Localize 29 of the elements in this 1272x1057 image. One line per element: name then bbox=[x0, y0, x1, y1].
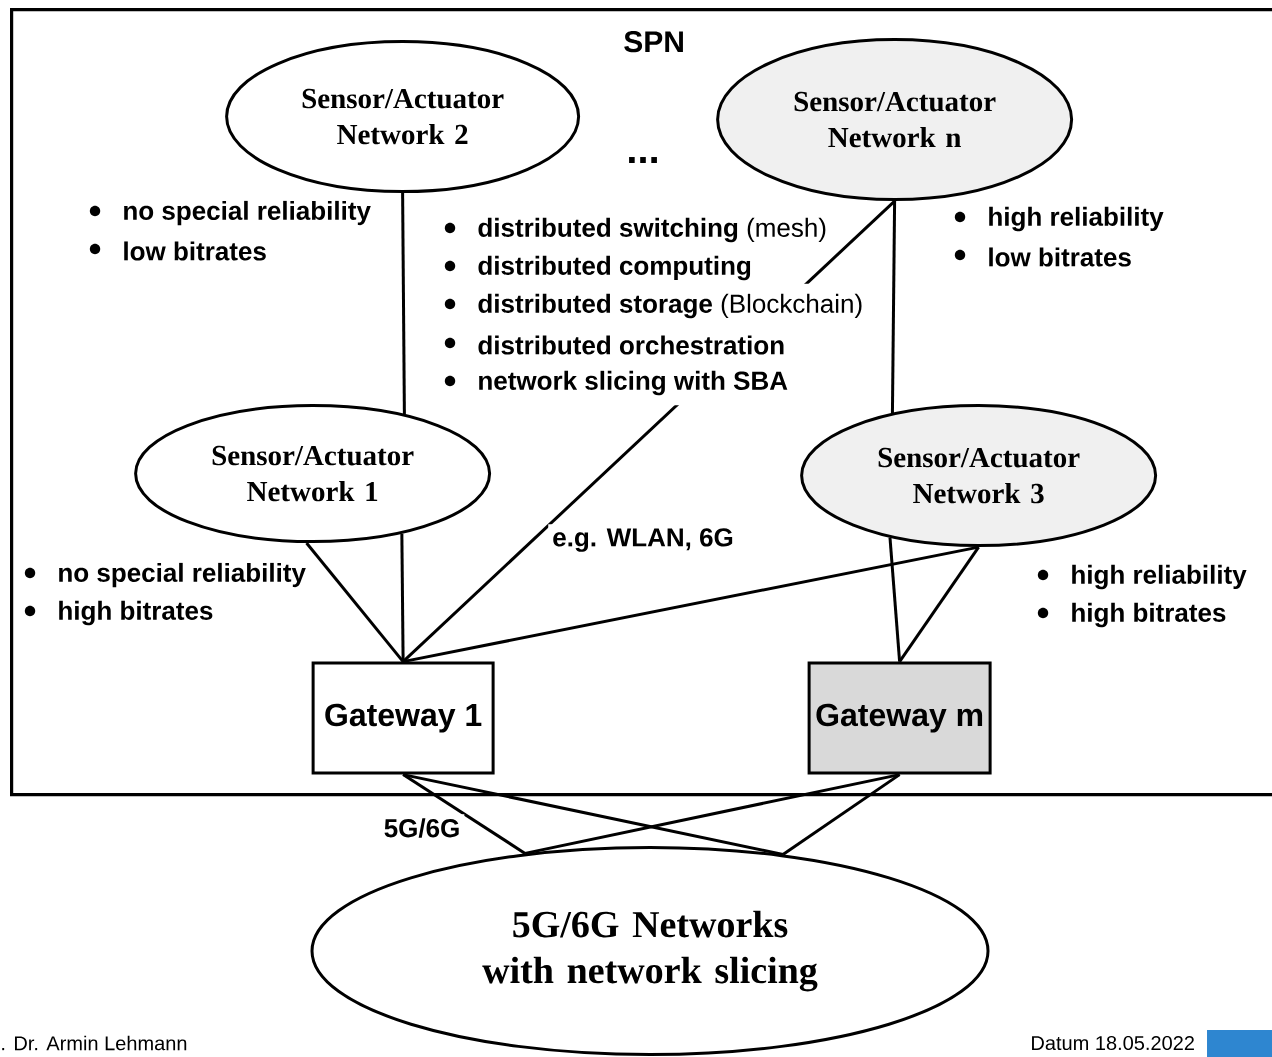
bullet-item: high reliability bbox=[954, 204, 1164, 234]
bullet-item: no special reliability bbox=[89, 198, 371, 228]
connector-line bbox=[898, 546, 980, 663]
bullet-item: high bitrates bbox=[24, 598, 214, 628]
edge-label: 5G/6G bbox=[379, 814, 465, 842]
footer-text: . Dr. Armin Lehmann bbox=[2, 1035, 187, 1051]
connector-line bbox=[782, 773, 901, 856]
bullet-item: low bitrates bbox=[954, 245, 1132, 269]
bullet-item: no special reliability bbox=[24, 560, 306, 590]
footer-text: Datum 18.05.2022 bbox=[1032, 1035, 1194, 1051]
bullet-item: network slicing with SBA bbox=[444, 360, 788, 406]
ellipsis: ... bbox=[629, 157, 657, 163]
connector-line bbox=[402, 773, 784, 856]
gateway-box: Gateway 1 bbox=[311, 661, 495, 775]
bullet-item: high reliability bbox=[1037, 562, 1247, 592]
bullet-item: high bitrates bbox=[1037, 600, 1227, 630]
gateway-box: Gateway m bbox=[807, 661, 992, 775]
bullet-item: distributed orchestration bbox=[444, 325, 786, 365]
connector-line bbox=[888, 537, 902, 662]
bullet-item: distributed storage (Blockchain) bbox=[444, 283, 864, 329]
connector-line bbox=[401, 193, 406, 414]
edge-label: e.g. WLAN, 6G bbox=[548, 524, 738, 556]
connector-line bbox=[305, 542, 405, 663]
connector-line bbox=[524, 773, 900, 855]
connector-line bbox=[890, 201, 897, 413]
connector-line bbox=[402, 545, 979, 664]
connector-line bbox=[402, 773, 526, 855]
connector-line bbox=[400, 533, 405, 662]
bullet-item: low bitrates bbox=[89, 239, 267, 263]
